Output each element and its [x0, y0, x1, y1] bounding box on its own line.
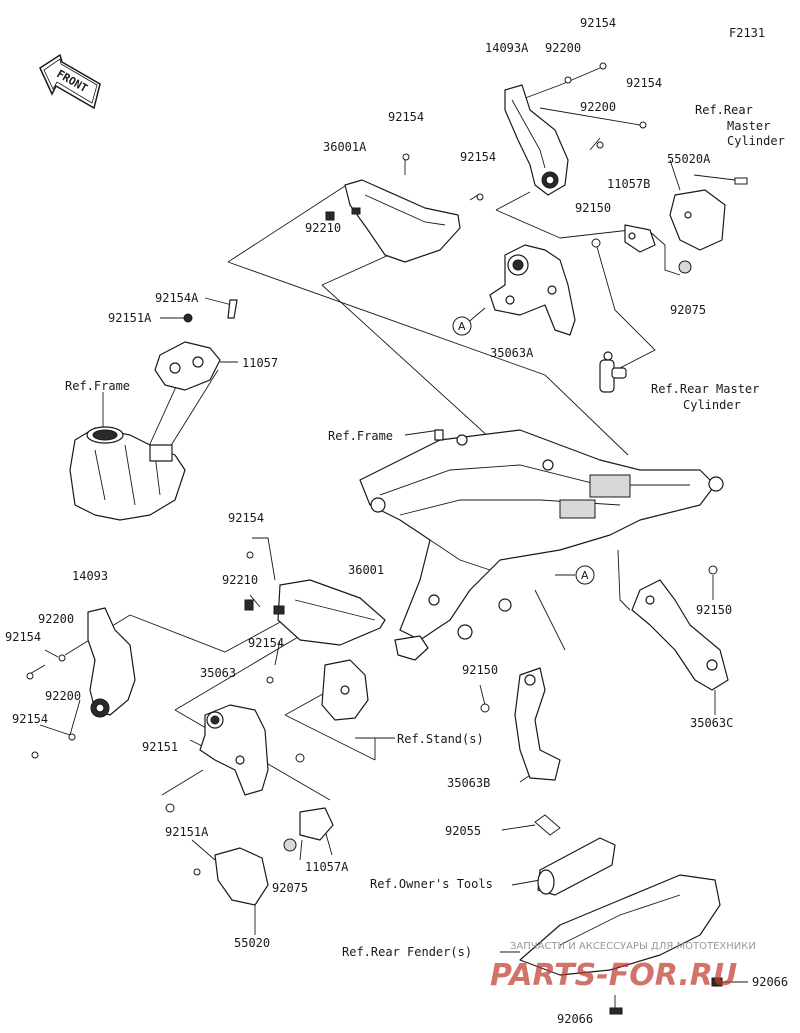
part-label: 35063A	[490, 346, 534, 360]
part-label: 92150	[696, 603, 732, 617]
watermark-tagline: ЗАПЧАСТИ И АКСЕССУАРЫ ДЛЯ МОТОТЕХНИКИ	[510, 941, 756, 952]
callout-a-bottom: A	[575, 565, 595, 585]
stand-bracket	[295, 635, 429, 763]
bracket-11057	[154, 299, 238, 391]
heel-guard-55020a	[669, 189, 726, 251]
rear-fender	[519, 874, 723, 1015]
plate-11057a	[299, 807, 334, 841]
ref-frame-label: Ref.Frame	[65, 379, 130, 393]
part-label: 92150	[462, 663, 498, 677]
part-label: 14093	[72, 569, 108, 583]
ref-rear-master-cylinder-label: Master	[727, 119, 770, 133]
part-label: 92150	[575, 201, 611, 215]
svg-text:A: A	[458, 320, 466, 333]
part-label: 14093A	[485, 41, 529, 55]
part-label: 36001A	[323, 140, 367, 154]
bracket-35063c	[631, 565, 729, 691]
side-cover-36001a	[325, 179, 461, 263]
svg-text:A: A	[581, 569, 589, 582]
clip-92055-icon	[534, 814, 561, 836]
tool-kit-icon	[537, 837, 616, 896]
bolt-icons-top	[402, 62, 748, 274]
part-label: 92075	[272, 881, 308, 895]
part-label: 92066	[557, 1012, 593, 1026]
main-frame	[359, 429, 724, 641]
part-label: 92151A	[165, 825, 209, 839]
part-label: 92154	[580, 16, 616, 30]
ref-rear-master-cylinder-label: Cylinder	[727, 134, 785, 148]
side-cover-36001	[244, 579, 386, 646]
part-label: 11057	[242, 356, 278, 370]
part-label: 92200	[45, 689, 81, 703]
reference-labels: Ref.Frame Ref.Frame Ref.Rear Master Cyli…	[65, 103, 785, 959]
part-label: 92154	[460, 150, 496, 164]
part-label: 92154A	[155, 291, 199, 305]
collar-92075-icon	[283, 838, 297, 852]
part-label: 92200	[545, 41, 581, 55]
part-label: 92055	[445, 824, 481, 838]
plate-11057b	[624, 224, 656, 253]
part-label: 92075	[670, 303, 706, 317]
bolt-icons-left	[26, 551, 274, 759]
frame-head-assembly	[69, 426, 186, 521]
part-label: 92154	[626, 76, 662, 90]
part-label: 11057A	[305, 860, 349, 874]
part-label: 35063	[200, 666, 236, 680]
rear-master-cylinder-icon	[599, 351, 627, 393]
part-label: 92200	[38, 612, 74, 626]
part-label: 92151A	[108, 311, 152, 325]
bracket-35063	[165, 704, 269, 813]
bracket-35063b	[480, 667, 561, 781]
part-label: 92154	[12, 712, 48, 726]
ref-rear-master-cylinder-label: Cylinder	[683, 398, 741, 412]
part-label: 35063B	[447, 776, 490, 790]
frame-cover-14093a	[504, 84, 569, 196]
part-label: 55020A	[667, 152, 711, 166]
part-label: 92151	[142, 740, 178, 754]
part-label: 92154	[248, 636, 284, 650]
part-label: 92210	[222, 573, 258, 587]
frame-cover-14093	[87, 607, 136, 718]
part-label: 92200	[580, 100, 616, 114]
diagram-code: F2131	[729, 26, 765, 40]
front-arrow-icon: FRONT	[39, 53, 101, 110]
part-label: 35063C	[690, 716, 733, 730]
part-labels: 92154 14093A 92200 92154 92200 92154 360…	[5, 16, 788, 1026]
watermark: ЗАПЧАСТИ И АКСЕССУАРЫ ДЛЯ МОТОТЕХНИКИ PA…	[490, 941, 756, 993]
part-label: 92154	[5, 630, 41, 644]
ref-rear-master-cylinder-label: Ref.Rear Master	[651, 382, 759, 396]
bracket-35063a	[489, 244, 576, 336]
bolt-92151a-icon	[193, 868, 201, 876]
part-label: 92154	[228, 511, 264, 525]
part-label: 92066	[752, 975, 788, 989]
part-label: 92210	[305, 221, 341, 235]
ref-rear-master-cylinder-label: Ref.Rear	[695, 103, 753, 117]
ref-stands-label: Ref.Stand(s)	[397, 732, 484, 746]
heel-guard-55020	[214, 847, 269, 906]
part-label: 92154	[388, 110, 424, 124]
part-label: 11057B	[607, 177, 650, 191]
ref-owners-tools-label: Ref.Owner's Tools	[370, 877, 493, 891]
watermark-logo: PARTS-FOR.RU	[490, 958, 737, 993]
ref-rear-fenders-label: Ref.Rear Fender(s)	[342, 945, 472, 959]
part-label: 36001	[348, 563, 384, 577]
callout-a-top: A	[452, 316, 472, 336]
part-label: 55020	[234, 936, 270, 950]
ref-frame-label: Ref.Frame	[328, 429, 393, 443]
